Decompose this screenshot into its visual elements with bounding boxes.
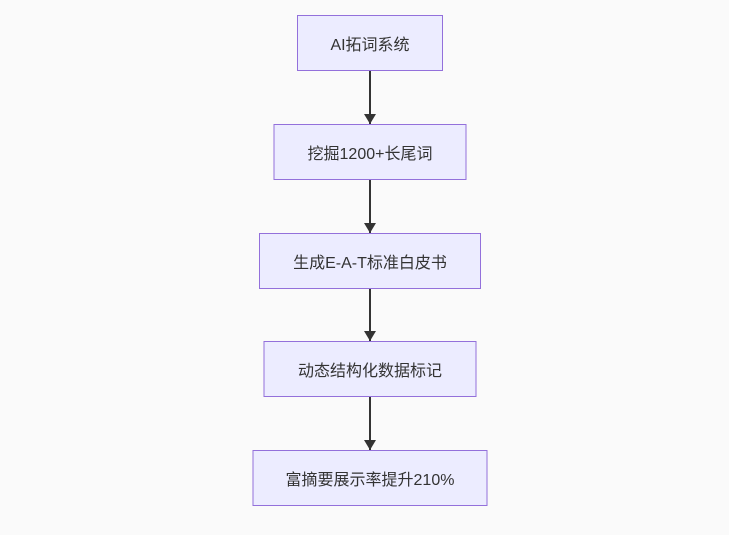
flow-arrow-4 [369,397,371,450]
flow-arrow-3 [369,289,371,341]
flow-arrow-1 [369,71,371,124]
flow-node-label: AI拓词系统 [330,37,410,54]
flow-node-label: 生成E-A-T标准白皮书 [293,255,447,272]
flow-node-mine-longtail-keywords: 挖掘1200+长尾词 [273,124,467,180]
flow-node-ai-word-expansion-system: AI拓词系统 [297,15,443,71]
flow-node-generate-eat-whitepaper: 生成E-A-T标准白皮书 [259,233,481,289]
flow-node-dynamic-structured-data-markup: 动态结构化数据标记 [263,341,477,397]
flow-node-rich-snippet-rate-increase: 富摘要展示率提升210% [252,450,488,506]
flow-arrow-2 [369,180,371,233]
flow-node-label: 动态结构化数据标记 [297,363,442,380]
flow-node-label: 富摘要展示率提升210% [285,472,455,489]
flow-node-label: 挖掘1200+长尾词 [307,146,433,163]
